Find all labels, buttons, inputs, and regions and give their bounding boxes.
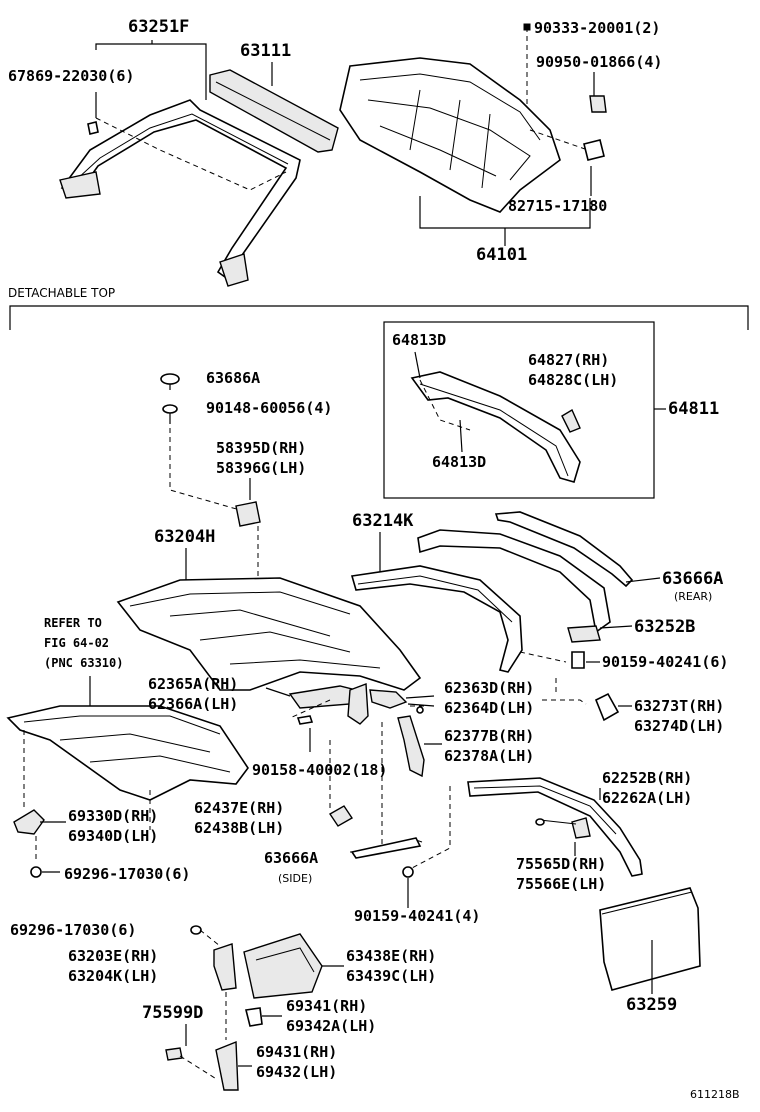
roof-frame-63251F: [59, 99, 301, 287]
label-90950-01866: 90950-01866(4): [536, 53, 663, 71]
refer-note-line1: REFER TO: [44, 616, 102, 630]
label-64827: 64827(RH): [528, 351, 610, 369]
label-63214K: 63214K: [352, 511, 414, 531]
label-64828C: 64828C(LH): [528, 371, 619, 389]
label-63666A-side: 63666A: [264, 849, 319, 867]
label-75599D: 75599D: [142, 1003, 204, 1023]
note-rear: (REAR): [674, 590, 713, 603]
label-62438B: 62438B(LH): [194, 819, 285, 837]
label-90333-20001: 90333-20001(2): [534, 19, 661, 37]
rear-trim-63214K: [350, 511, 661, 673]
figure-id: 611218B: [690, 1088, 740, 1101]
label-62366A: 62366A(LH): [148, 695, 239, 713]
label-69342A: 69342A(LH): [286, 1017, 377, 1035]
label-67869-22030: 67869-22030(6): [8, 67, 135, 85]
panel-63259: [599, 887, 701, 994]
label-69296-17030-lower: 69296-17030(6): [10, 921, 137, 939]
label-62378A: 62378A(LH): [444, 747, 535, 765]
middle-small-parts: [265, 678, 632, 850]
note-side: (SIDE): [278, 872, 313, 885]
label-62363D: 62363D(RH): [444, 679, 535, 697]
detachable-top-bracket: [9, 305, 749, 330]
rail-63111: [209, 69, 339, 153]
lower-left-parts: [13, 809, 344, 1091]
refer-note-line3: (PNC 63310): [44, 656, 124, 670]
label-63259: 63259: [626, 995, 678, 1015]
label-62437E: 62437E(RH): [194, 799, 285, 817]
refer-note-line2: FIG 64-02: [44, 636, 110, 650]
hard-top-63204H: [116, 548, 422, 691]
label-90159-40241-4: 90159-40241(4): [354, 907, 481, 925]
label-63111: 63111: [240, 41, 292, 61]
label-69341: 69341(RH): [286, 997, 368, 1015]
label-58395D: 58395D(RH): [216, 439, 307, 457]
label-62364D: 62364D(LH): [444, 699, 535, 717]
label-75565D: 75565D(RH): [516, 855, 607, 873]
label-90148-60056: 90148-60056(4): [206, 399, 333, 417]
label-64101: 64101: [476, 245, 528, 265]
side-rail-62252B: [350, 777, 643, 908]
label-63439C: 63439C(LH): [346, 967, 437, 985]
label-90159-40241-6: 90159-40241(6): [602, 653, 729, 671]
label-58396G: 58396G(LH): [216, 459, 307, 477]
assembly-box-64811: [383, 321, 666, 499]
label-75566E: 75566E(LH): [516, 875, 607, 893]
label-64813D-bottom: 64813D: [432, 453, 487, 471]
label-63204K: 63204K(LH): [68, 967, 159, 985]
label-62377B: 62377B(RH): [444, 727, 535, 745]
label-63203E: 63203E(RH): [68, 947, 159, 965]
label-69330D: 69330D(RH): [68, 807, 159, 825]
label-69431: 69431(RH): [256, 1043, 338, 1061]
label-64813D-top: 64813D: [392, 331, 447, 349]
label-62262A: 62262A(LH): [602, 789, 693, 807]
label-90158-40002: 90158-40002(18): [252, 761, 388, 779]
clip-parts-upper: [160, 373, 261, 620]
label-69432: 69432(LH): [256, 1063, 338, 1081]
roof-panel-refer: [6, 676, 249, 830]
label-69340D: 69340D(LH): [68, 827, 159, 845]
label-82715-17180: 82715-17180: [508, 197, 608, 215]
label-64811: 64811: [668, 399, 720, 419]
label-62365A: 62365A(RH): [148, 675, 239, 693]
label-62252B: 62252B(RH): [602, 769, 693, 787]
label-69296-17030-upper: 69296-17030(6): [64, 865, 191, 883]
label-63252B: 63252B: [634, 617, 696, 637]
section-header-detachable-top: DETACHABLE TOP: [8, 286, 116, 300]
label-63251F: 63251F: [128, 17, 190, 37]
label-63686A: 63686A: [206, 369, 261, 387]
label-63273T: 63273T(RH): [634, 697, 725, 715]
label-63666A-rear: 63666A: [662, 569, 724, 589]
label-63438E: 63438E(RH): [346, 947, 437, 965]
label-63274D: 63274D(LH): [634, 717, 725, 735]
back-panel-64101: [339, 23, 607, 213]
label-63204H: 63204H: [154, 527, 216, 547]
